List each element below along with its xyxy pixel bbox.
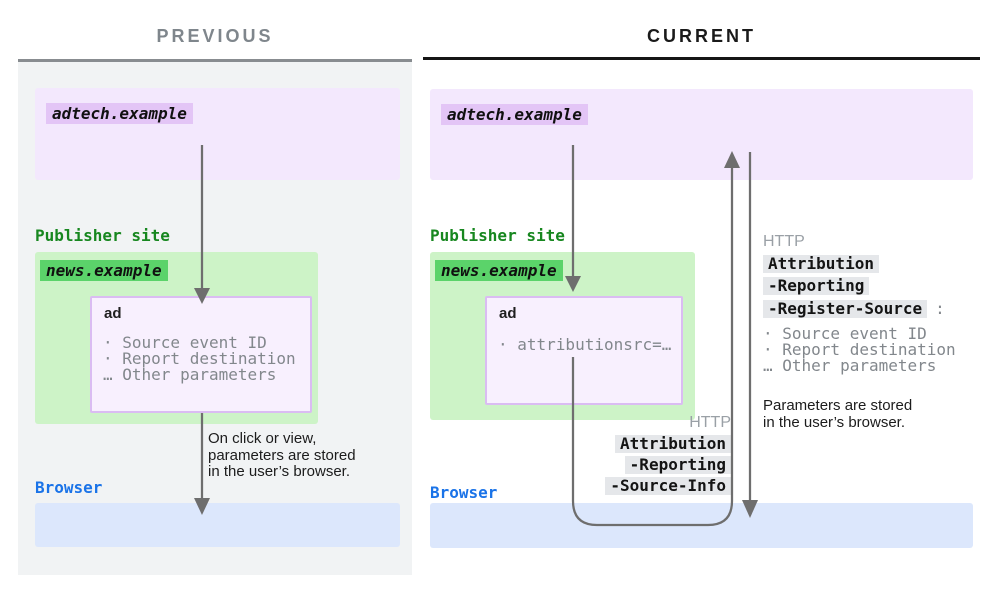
ad-parameter-item: … Other parameters bbox=[103, 365, 277, 384]
response-header-row: -Reporting bbox=[763, 277, 956, 296]
current-divider bbox=[423, 57, 980, 60]
ad-parameter-item: · attributionsrc=… bbox=[498, 335, 672, 354]
browser-label-current: Browser bbox=[430, 483, 498, 502]
current-note: Parameters are stored in the user’s brow… bbox=[763, 397, 913, 431]
response-header-row: -Register-Source: bbox=[763, 299, 956, 319]
request-header-line: -Reporting bbox=[624, 456, 731, 474]
response-header-line: Attribution bbox=[763, 255, 879, 273]
previous-note: On click or view, parameters are stored … bbox=[208, 430, 356, 480]
browser-label-previous: Browser bbox=[35, 478, 103, 497]
http-response-header-block: HTTP Attribution -Reporting -Register-So… bbox=[763, 233, 956, 431]
adtech-box-previous: adtech.example bbox=[35, 88, 400, 180]
previous-divider bbox=[18, 59, 412, 62]
adtech-domain-chip-previous: adtech.example bbox=[46, 103, 193, 124]
ad-parameter-item: · Report destination bbox=[103, 349, 296, 368]
publisher-site-label-current: Publisher site bbox=[430, 226, 565, 245]
request-header-line: -Source-Info bbox=[605, 477, 731, 495]
adtech-domain-chip-current: adtech.example bbox=[441, 104, 588, 125]
response-header-colon: : bbox=[935, 299, 945, 318]
ad-parameter-item: · Source event ID bbox=[103, 333, 267, 352]
news-domain-chip-current: news.example bbox=[435, 260, 563, 281]
adtech-box-current: adtech.example bbox=[430, 89, 973, 180]
ad-title-current: ad bbox=[499, 305, 517, 322]
response-parameter-list: · Source event ID · Report destination …… bbox=[763, 326, 956, 374]
request-header-line: Attribution bbox=[615, 435, 731, 453]
response-header-line: -Register-Source bbox=[763, 300, 928, 318]
news-domain-chip-previous: news.example bbox=[40, 260, 168, 281]
http-protocol-label-response: HTTP bbox=[763, 233, 805, 250]
browser-box-current bbox=[430, 503, 973, 548]
browser-box-previous bbox=[35, 503, 400, 547]
ad-box-previous: ad · Source event ID · Report destinatio… bbox=[90, 296, 312, 413]
response-parameter-item: · Source event ID bbox=[763, 324, 927, 343]
ad-parameter-list-current: · attributionsrc=… bbox=[498, 337, 671, 353]
response-parameter-item: … Other parameters bbox=[763, 356, 937, 375]
publisher-site-label-previous: Publisher site bbox=[35, 226, 170, 245]
ad-box-current: ad · attributionsrc=… bbox=[485, 296, 683, 405]
current-title: CURRENT bbox=[647, 26, 756, 46]
http-protocol-label-request: HTTP bbox=[689, 414, 731, 431]
news-chip-wrap-current: news.example bbox=[435, 260, 563, 281]
news-chip-wrap-previous: news.example bbox=[40, 260, 168, 281]
http-request-header-stack: HTTP Attribution -Reporting -Source-Info bbox=[605, 414, 731, 498]
response-header-line: -Reporting bbox=[763, 277, 870, 295]
previous-title: PREVIOUS bbox=[156, 26, 274, 46]
response-parameter-item: · Report destination bbox=[763, 340, 956, 359]
ad-title-previous: ad bbox=[104, 305, 122, 322]
response-header-row: Attribution bbox=[763, 255, 956, 274]
ad-parameter-list-previous: · Source event ID · Report destination …… bbox=[103, 335, 296, 383]
